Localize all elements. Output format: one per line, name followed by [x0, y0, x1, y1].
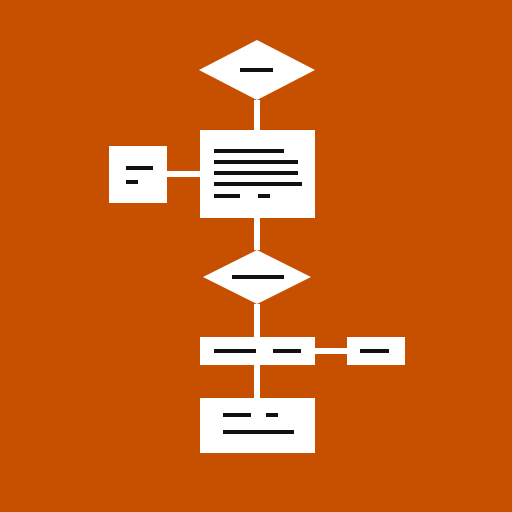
text-placeholder — [223, 430, 294, 434]
text-placeholder — [214, 149, 284, 153]
main-process-box — [200, 130, 315, 218]
text-placeholder — [126, 180, 138, 184]
side-note-box — [109, 146, 167, 203]
text-placeholder — [214, 349, 256, 353]
text-placeholder — [232, 275, 284, 279]
text-placeholder — [214, 194, 240, 198]
text-placeholder — [360, 349, 389, 353]
step-bar — [200, 337, 315, 365]
text-placeholder — [214, 160, 298, 164]
text-placeholder — [214, 171, 298, 175]
text-placeholder — [240, 68, 273, 72]
connectors — [167, 100, 347, 398]
top-decision-diamond — [199, 40, 315, 100]
right-side-box — [347, 337, 405, 365]
text-placeholder — [214, 182, 302, 186]
text-placeholder — [273, 349, 301, 353]
bottom-process-box — [200, 398, 315, 453]
middle-decision-diamond — [203, 250, 311, 304]
text-placeholder — [223, 413, 251, 417]
text-placeholder — [126, 166, 153, 170]
text-placeholder — [258, 194, 270, 198]
text-placeholder — [266, 413, 278, 417]
